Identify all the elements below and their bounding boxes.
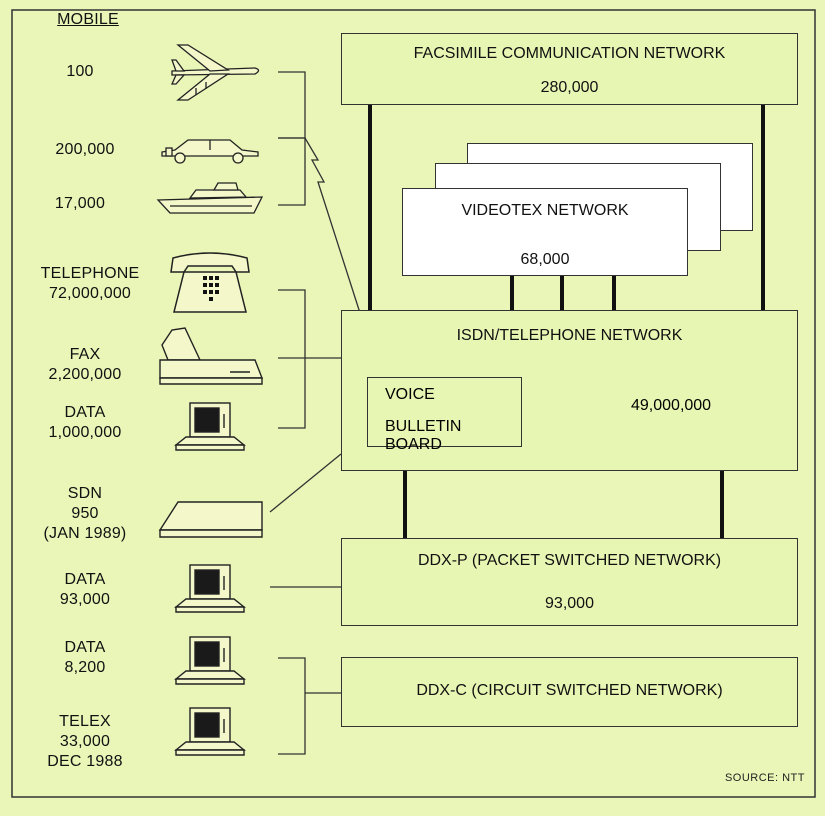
airplane-icon	[172, 45, 259, 100]
telephone-icon	[171, 253, 249, 312]
computer-terminal-icon	[176, 565, 244, 612]
voice-bulletin-line2: BULLETIN BOARD	[385, 418, 521, 454]
mobile-header: MOBILE	[48, 10, 128, 30]
computer-terminal-icon	[176, 637, 244, 684]
ddx-p-network-count: 93,000	[342, 595, 797, 613]
voice-bulletin-board-box: VOICE BULLETIN BOARD	[367, 377, 522, 447]
ship-icon	[158, 183, 262, 213]
facsimile-network-title: FACSIMILE COMMUNICATION NETWORK	[342, 45, 797, 63]
ddx-p-network-title: DDX-P (PACKET SWITCHED NETWORK)	[342, 552, 797, 570]
car-icon	[162, 140, 258, 163]
voice-bulletin-line1: VOICE	[385, 386, 435, 404]
facsimile-network-count: 280,000	[342, 79, 797, 97]
facsimile-network-box: FACSIMILE COMMUNICATION NETWORK 280,000	[341, 33, 798, 105]
computer-terminal-icon	[176, 403, 244, 450]
computer-terminal-icon	[176, 708, 244, 755]
mobile-airplane-count: 100	[40, 62, 120, 82]
ddx-p-network-box: DDX-P (PACKET SWITCHED NETWORK) 93,000	[341, 538, 798, 626]
fax-machine-icon	[160, 328, 262, 384]
isdn-network-box: ISDN/TELEPHONE NETWORK VOICE BULLETIN BO…	[341, 310, 798, 471]
source-note: SOURCE: NTT	[725, 772, 805, 784]
videotex-network-title: VIDEOTEX NETWORK	[403, 202, 687, 220]
ddx-c-network-title: DDX-C (CIRCUIT SWITCHED NETWORK)	[342, 682, 797, 700]
videotex-network-box: VIDEOTEX NETWORK 68,000	[402, 188, 688, 276]
isdn-network-title: ISDN/TELEPHONE NETWORK	[342, 327, 797, 345]
mobile-ship-count: 17,000	[40, 194, 120, 214]
mobile-car-count: 200,000	[35, 140, 135, 160]
sdn-device-icon	[160, 502, 262, 537]
ddx-c-network-box: DDX-C (CIRCUIT SWITCHED NETWORK)	[341, 657, 798, 727]
isdn-network-count: 49,000,000	[631, 397, 711, 415]
videotex-network-count: 68,000	[403, 251, 687, 269]
